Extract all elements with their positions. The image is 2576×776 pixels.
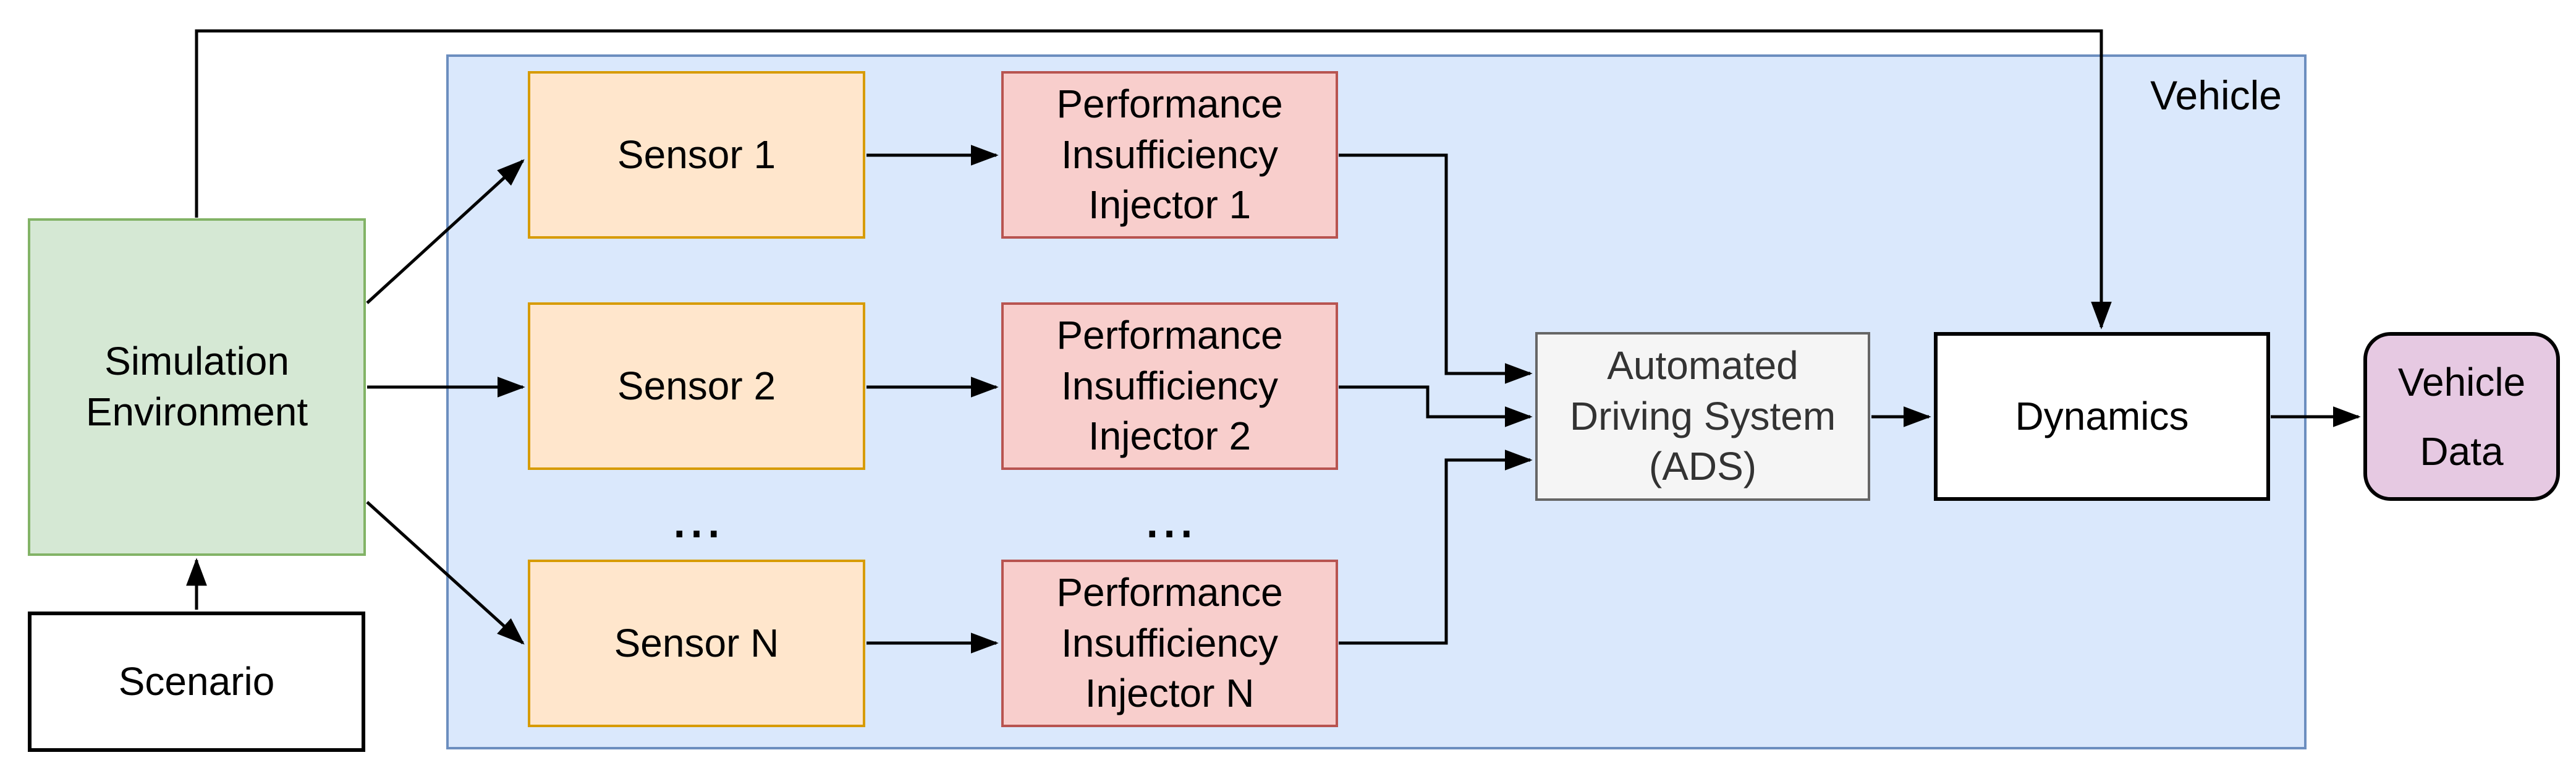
sensors-ellipsis: ...: [671, 482, 722, 551]
node-ads-label: Automated Driving System (ADS): [1569, 343, 1836, 489]
node-sensor-2: Sensor 2: [528, 302, 865, 470]
node-injector-1: Performance Insufficiency Injector 1: [1001, 71, 1338, 239]
node-injector-n-label: Performance Insufficiency Injector N: [1056, 569, 1283, 716]
edge-simulation-environment-to-sensor-n: [366, 501, 525, 645]
node-scenario: Scenario: [28, 612, 365, 752]
node-vehicle-data: Vehicle Data: [2363, 332, 2560, 501]
node-sensor-n: Sensor N: [528, 560, 865, 727]
node-injector-2: Performance Insufficiency Injector 2: [1001, 302, 1338, 470]
node-vehicle-data-label: Vehicle Data: [2397, 359, 2526, 474]
node-simulation-environment: Simulation Environment: [28, 218, 366, 556]
edge-simulation-environment-to-dynamics-top-route: [195, 29, 2112, 330]
node-injector-2-label: Performance Insufficiency Injector 2: [1056, 312, 1283, 459]
node-simulation-environment-label: Simulation Environment: [85, 339, 308, 434]
vehicle-container-label: Vehicle: [2150, 72, 2282, 118]
node-sensor-n-label: Sensor N: [614, 620, 779, 665]
edge-injector-n-to-ads: [1339, 450, 1533, 645]
node-dynamics: Dynamics: [1934, 332, 2270, 501]
edge-injector-1-to-ads: [1339, 153, 1533, 384]
node-ads: Automated Driving System (ADS): [1535, 332, 1870, 501]
node-injector-1-label: Performance Insufficiency Injector 1: [1056, 81, 1283, 228]
injectors-ellipsis: ...: [1143, 482, 1195, 551]
node-sensor-1-label: Sensor 1: [617, 132, 776, 177]
node-sensor-2-label: Sensor 2: [617, 363, 776, 408]
node-scenario-label: Scenario: [118, 659, 275, 704]
node-sensor-1: Sensor 1: [528, 71, 865, 239]
edge-simulation-environment-to-sensor-1: [366, 159, 525, 304]
node-injector-n: Performance Insufficiency Injector N: [1001, 560, 1338, 727]
node-dynamics-label: Dynamics: [2015, 393, 2189, 438]
edge-injector-2-to-ads: [1339, 385, 1533, 427]
